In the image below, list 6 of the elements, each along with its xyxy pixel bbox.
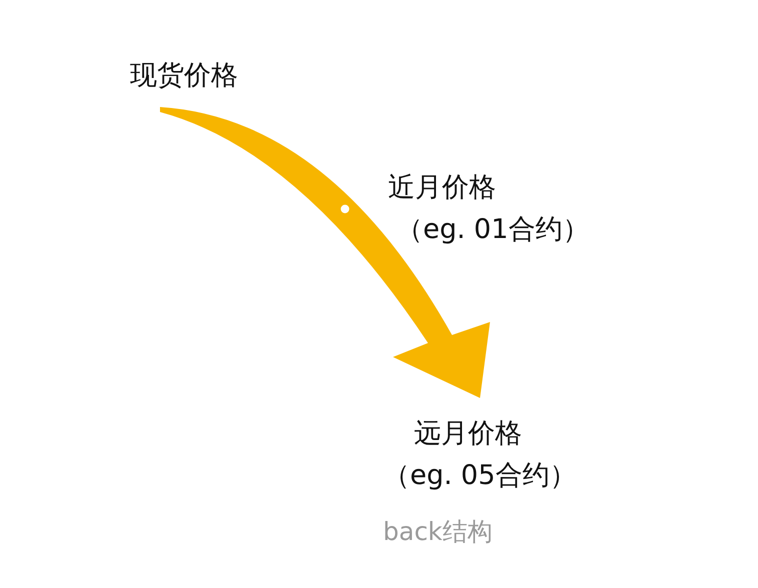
price-label: 近月价格: [388, 172, 496, 204]
contract-note: （eg. 05合约）: [383, 460, 576, 492]
contract-note: （eg. 01合约）: [396, 214, 590, 246]
price-label: 现货价格: [130, 60, 238, 92]
price-label: 远月价格: [414, 418, 522, 450]
structure-label: back结构: [383, 516, 492, 548]
